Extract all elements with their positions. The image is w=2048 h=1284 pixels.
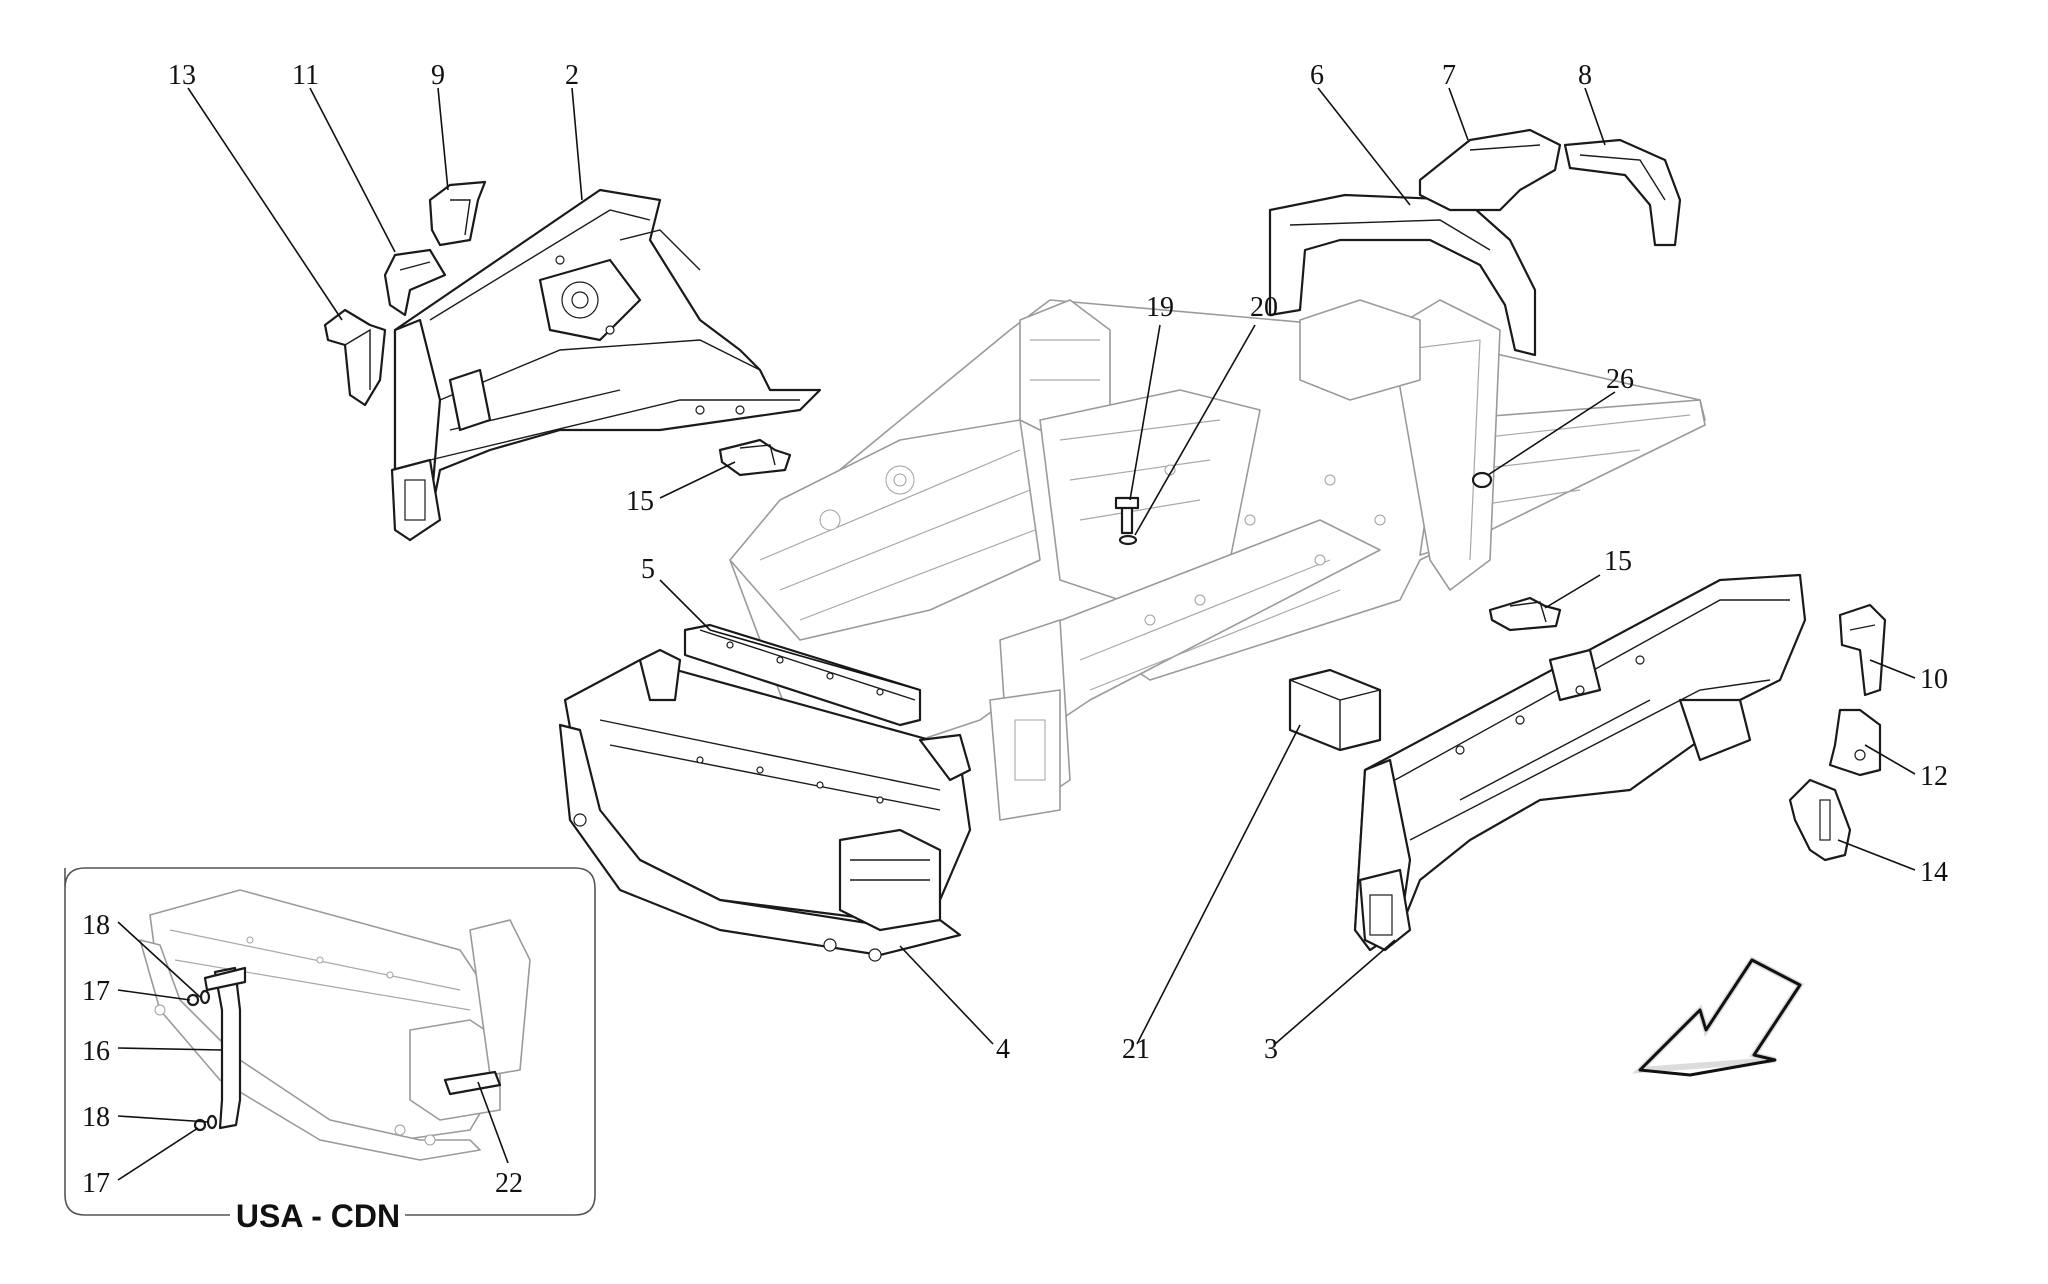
part-6-wheelhouse-arch (1268, 193, 1537, 357)
part-26-plug (1471, 471, 1493, 489)
callout-4: 4 (996, 1034, 1010, 1065)
callout-15-left: 15 (626, 486, 654, 517)
callout-19: 19 (1146, 292, 1174, 323)
callout-labels: 13 11 9 2 6 7 8 19 20 26 15 5 15 10 12 1… (82, 60, 1948, 1199)
callout-21: 21 (1122, 1034, 1150, 1065)
part-2-front-left-side-member (390, 188, 822, 542)
part-7-panel (1418, 128, 1562, 212)
callout-15-right: 15 (1604, 546, 1632, 577)
callout-16: 16 (82, 1036, 110, 1067)
part-8-panel (1563, 138, 1682, 247)
callout-9: 9 (431, 60, 445, 91)
callout-20: 20 (1250, 292, 1278, 323)
part-20-washer (1118, 534, 1138, 546)
chassis-floor-assembly (729, 299, 1706, 821)
inset-frame (64, 867, 596, 1216)
callout-10: 10 (1920, 664, 1948, 695)
part-19-bolt (1114, 496, 1140, 535)
part-21-box (1288, 668, 1382, 752)
part-5-crossbeam (683, 623, 922, 727)
part-14-bracket (1788, 778, 1852, 862)
callout-3: 3 (1264, 1034, 1278, 1065)
callout-26: 26 (1606, 364, 1634, 395)
part-9-bracket (428, 180, 487, 247)
callout-17-bottom: 17 (82, 1168, 110, 1199)
inset-title: USA - CDN (236, 1198, 400, 1234)
part-18-washer-top (199, 989, 211, 1005)
leader-lines (117, 87, 1916, 1181)
part-12-bracket (1828, 708, 1882, 777)
part-3-front-right-side-member (1353, 573, 1807, 952)
callout-18-bottom: 18 (82, 1102, 110, 1133)
part-18-washer-bottom (206, 1114, 218, 1130)
part-13-bracket (323, 308, 387, 407)
callout-6: 6 (1310, 60, 1324, 91)
front-direction-arrow-icon (1632, 956, 1805, 1077)
callout-2: 2 (565, 60, 579, 91)
callout-14: 14 (1920, 857, 1948, 888)
part-11-bracket (383, 248, 447, 317)
part-22-shield (443, 1070, 502, 1096)
part-10-bracket (1838, 603, 1887, 697)
callout-8: 8 (1578, 60, 1592, 91)
callout-7: 7 (1442, 60, 1456, 91)
callout-11: 11 (292, 60, 319, 91)
callout-22: 22 (495, 1168, 523, 1199)
part-4-front-crash-frame (558, 648, 972, 962)
callout-17-top: 17 (82, 976, 110, 1007)
part-15-right-bracket (1488, 596, 1562, 632)
part-15-left-bracket (718, 438, 792, 477)
callout-12: 12 (1920, 761, 1948, 792)
callout-13: 13 (168, 60, 196, 91)
callout-5: 5 (641, 554, 655, 585)
callout-18-top: 18 (82, 910, 110, 941)
